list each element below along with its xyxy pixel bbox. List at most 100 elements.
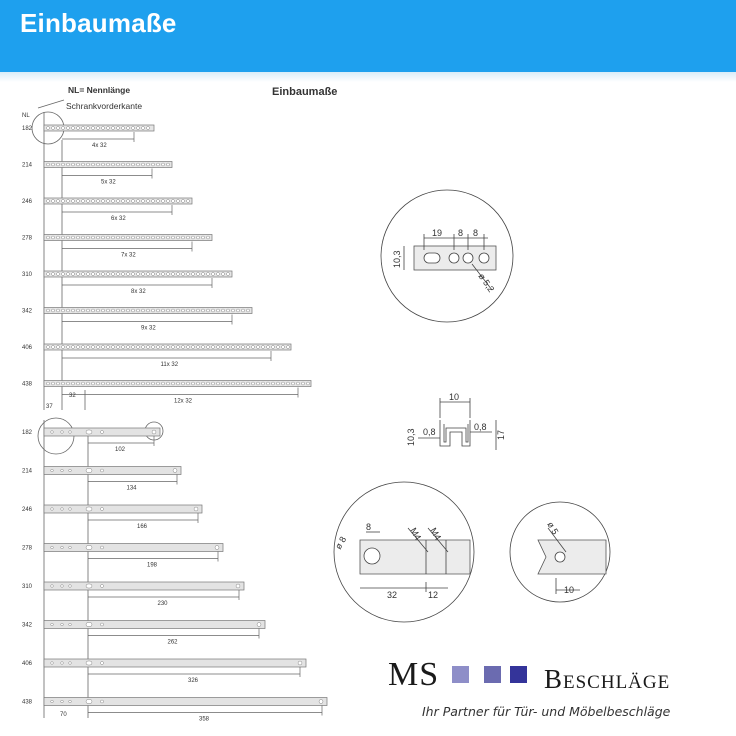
top-rail-nl: 310 [22, 272, 33, 278]
top-rail-hole [61, 162, 65, 167]
top-rail-hole [71, 235, 75, 240]
top-rail-hole [61, 272, 65, 276]
top-rail-hole [56, 381, 60, 386]
top-rail-hole [91, 235, 95, 240]
top-rail-hole [66, 308, 70, 313]
top-rail-hole [241, 381, 245, 386]
top-rail-hole [196, 381, 200, 386]
top-rail-hole [61, 199, 65, 203]
top-rail-hole [156, 381, 160, 386]
top-rail-hole [106, 272, 110, 276]
top-rail-hole [191, 308, 195, 313]
top-rail-hole [106, 308, 110, 313]
top-rail-hole [206, 381, 210, 386]
top-rail-hole [96, 235, 100, 240]
top-rail-hole [246, 308, 250, 313]
top-rail-hole [106, 162, 110, 167]
top-rail-hole [266, 381, 270, 386]
top-rail-hole [196, 235, 200, 240]
top-rail-hole [171, 381, 175, 386]
bottom-rail-slot [85, 468, 93, 473]
bottom-rail-end-hole [318, 699, 324, 704]
top-rail-hole [246, 345, 250, 349]
top-rail-hole [181, 272, 185, 276]
top-rail-hole [51, 345, 55, 349]
top-rail-hole [141, 199, 145, 203]
bottom-rail-hole [60, 430, 64, 434]
top-rail-hole [106, 235, 110, 240]
top-rail-hole [101, 162, 105, 167]
top-rail-hole [216, 272, 220, 276]
profile-dim-t1: 0,8 [423, 427, 436, 437]
top-rail-hole [111, 381, 115, 386]
top-rail-hole [96, 381, 100, 386]
top-rail-hole [66, 272, 70, 276]
bottom-rail-hole [68, 507, 72, 511]
top-rail-hole [121, 235, 125, 240]
page-title: Einbaumaße [20, 8, 177, 38]
bottom-rail-nl: 342 [22, 623, 33, 629]
top-rail-hole [221, 345, 225, 349]
top-rail-hole [131, 308, 135, 313]
bottom-rail-bar [43, 504, 203, 514]
top-rail-hole [141, 381, 145, 386]
bottom-rail-slot [85, 699, 93, 704]
top-rail-hole [166, 381, 170, 386]
top-rail-hole [131, 199, 135, 203]
top-rail-hole [51, 381, 55, 386]
top-rail-hole [81, 235, 85, 240]
top-rail-hole [116, 272, 120, 276]
top-rail-hole [76, 272, 80, 276]
bottom-rail-hole [68, 661, 72, 665]
top-rail-hole [226, 345, 230, 349]
top-rail-hole [66, 381, 70, 386]
top-rail-dim-label: 4x 32 [92, 143, 107, 149]
top-rail-hole [111, 126, 115, 130]
top-rail-hole [96, 126, 100, 130]
top-rail-hole [181, 345, 185, 349]
top-rail-hole [101, 308, 105, 313]
bottom-rail-hole [68, 468, 72, 473]
top-rail-hole [116, 235, 120, 240]
top-rail-hole [101, 272, 105, 276]
top-rail-hole [106, 126, 110, 130]
top-rail-hole [91, 308, 95, 313]
top-rail-hole [126, 345, 130, 349]
top-rail-hole [121, 126, 125, 130]
bottom-rail-end-hole [172, 468, 178, 473]
cabinet-front-label: Schrankvorderkante [66, 101, 142, 111]
top-rail-hole [276, 345, 280, 349]
mounting-dim-12: 12 [428, 590, 438, 600]
top-rail-hole [141, 272, 145, 276]
top-rail-hole [191, 235, 195, 240]
top-rail-hole [151, 308, 155, 313]
top-rail-hole [91, 345, 95, 349]
bottom-rail-nl: 214 [22, 469, 33, 475]
top-rail-hole [236, 308, 240, 313]
top-rail-hole [161, 381, 165, 386]
top-rail-hole [146, 272, 150, 276]
top-rail-dim-label: 7x 32 [121, 253, 136, 259]
top-rail-dim-label: 12x 32 [174, 399, 193, 405]
top-rail-hole [111, 272, 115, 276]
top-rail-hole [151, 345, 155, 349]
top-rail-hole [306, 381, 310, 386]
top-rail-hole [231, 381, 235, 386]
bottom-rail-slot [85, 506, 93, 512]
bottom-rails-group: 1821022141342461662781983102303422624063… [22, 427, 328, 723]
top-rail-hole [51, 308, 55, 313]
top-rail-hole [246, 381, 250, 386]
top-rail-hole [226, 272, 230, 276]
top-rail-hole [176, 381, 180, 386]
top-rail-hole [46, 345, 50, 349]
top-rail-hole [186, 308, 190, 313]
top-rail-hole [156, 272, 160, 276]
top-rail-hole [126, 381, 130, 386]
top-rail-hole [101, 345, 105, 349]
bottom-rail-nl: 310 [22, 584, 33, 590]
top-rail-hole [231, 308, 235, 313]
top-rail-hole [61, 381, 65, 386]
bottom-rail-hole [100, 430, 104, 434]
top-rail-hole [206, 345, 210, 349]
top-rail-hole [271, 345, 275, 349]
